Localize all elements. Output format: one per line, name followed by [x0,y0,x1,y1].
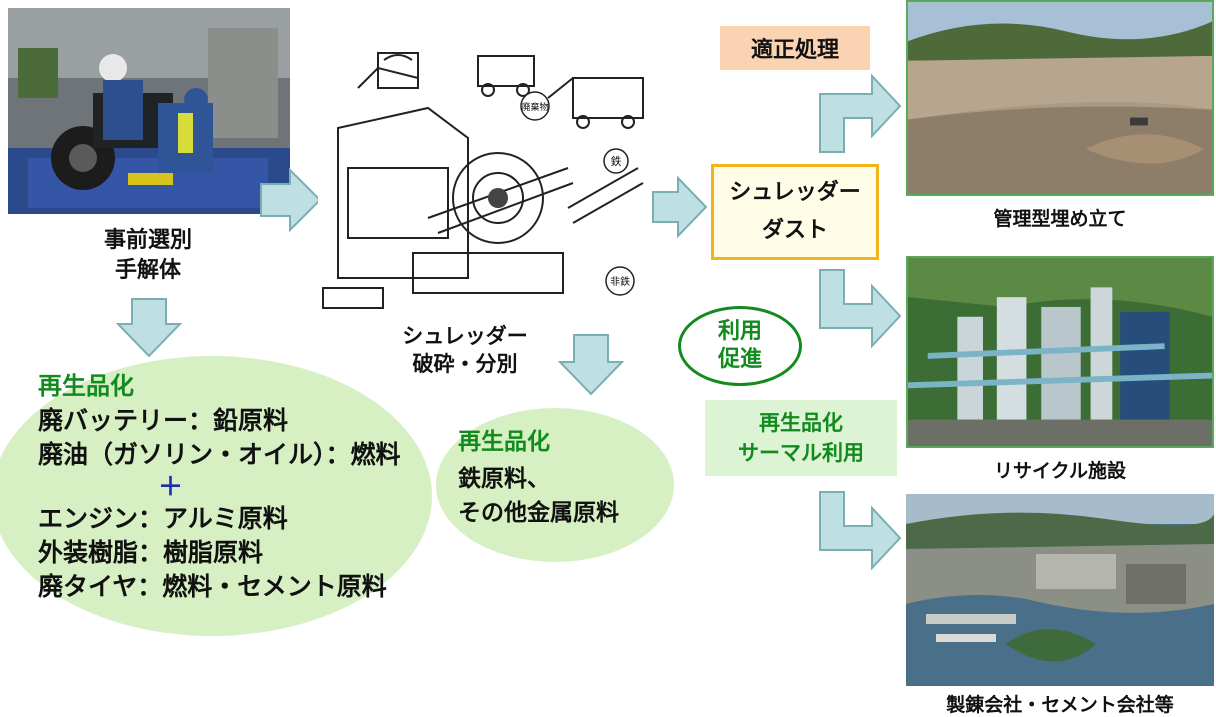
list-item: エンジン：アルミ原料 [38,504,288,533]
shredder-caption-line1: シュレッダー [402,324,528,348]
nonferrous-label: 非鉄 [610,275,630,288]
smelter-cement-photo [906,494,1214,686]
proper-treatment-label: 適正処理 [750,38,839,63]
bent-arrow-up [818,72,902,154]
promote-use-line1: 利用 [717,319,762,344]
list-item: 廃バッテリー：鉛原料 [38,406,289,435]
center-recycle-title: 再生品化 [458,429,550,455]
list-item: 廃タイヤ：燃料・セメント原料 [38,572,387,601]
waste-label: 廃棄物 [521,101,548,113]
bent-arrow-down [818,490,902,574]
pre-sorting-caption: 事前選別 手解体 [48,226,248,286]
plus-sign: ＋ [158,472,184,501]
center-recycle-list: 鉄原料、 その他金属原料 [458,462,619,530]
disassembly-photo [8,8,290,214]
left-recycle-title: 再生品化 [38,372,134,400]
list-item: 鉄原料、 [458,466,550,492]
left-recycle-ellipse [0,356,432,636]
right-arrow-1 [260,168,322,232]
promote-use-line2: 促進 [717,347,762,372]
proper-treatment-box: 適正処理 [720,26,870,70]
right-arrow-2 [652,176,708,238]
recycle-facility-photo [906,256,1214,448]
down-arrow-center [558,334,624,396]
list-item: その他金属原料 [458,500,619,526]
bent-arrow-mid [818,268,902,352]
shredder-caption-line2: 破砕・分別 [412,352,518,376]
shredder-dust-line2: ダスト [761,218,828,243]
smelter-cement-caption: 製錬会社・セメント会社等 [946,694,1174,716]
thermal-recycle-line2: サーマル利用 [738,441,864,465]
landfill-photo [906,0,1214,196]
recycle-facility-caption: リサイクル施設 [993,460,1127,482]
pre-sorting-caption-line2: 手解体 [114,258,181,283]
shredder-illustration: 廃棄物 鉄 非鉄 [318,48,648,314]
list-item: 廃油（ガソリン・オイル）：燃料 [38,440,401,469]
pre-sorting-caption-line1: 事前選別 [103,228,192,253]
shredder-dust-line1: シュレッダー [729,180,861,205]
promote-use-circle: 利用 促進 [678,306,802,386]
thermal-recycle-box: 再生品化 サーマル利用 [705,400,897,476]
shredder-caption: シュレッダー 破砕・分別 [380,322,550,378]
left-recycle-list: 廃バッテリー：鉛原料 廃油（ガソリン・オイル）：燃料 ＋ エンジン：アルミ原料 … [38,404,401,604]
iron-label: 鉄 [611,154,622,168]
center-recycle-ellipse [436,408,674,562]
thermal-recycle-line1: 再生品化 [759,411,843,435]
shredder-dust-box: シュレッダー ダスト [711,164,879,260]
list-item: 外装樹脂：樹脂原料 [38,538,264,567]
down-arrow-left [116,298,182,358]
landfill-caption: 管理型埋め立て [993,208,1127,230]
